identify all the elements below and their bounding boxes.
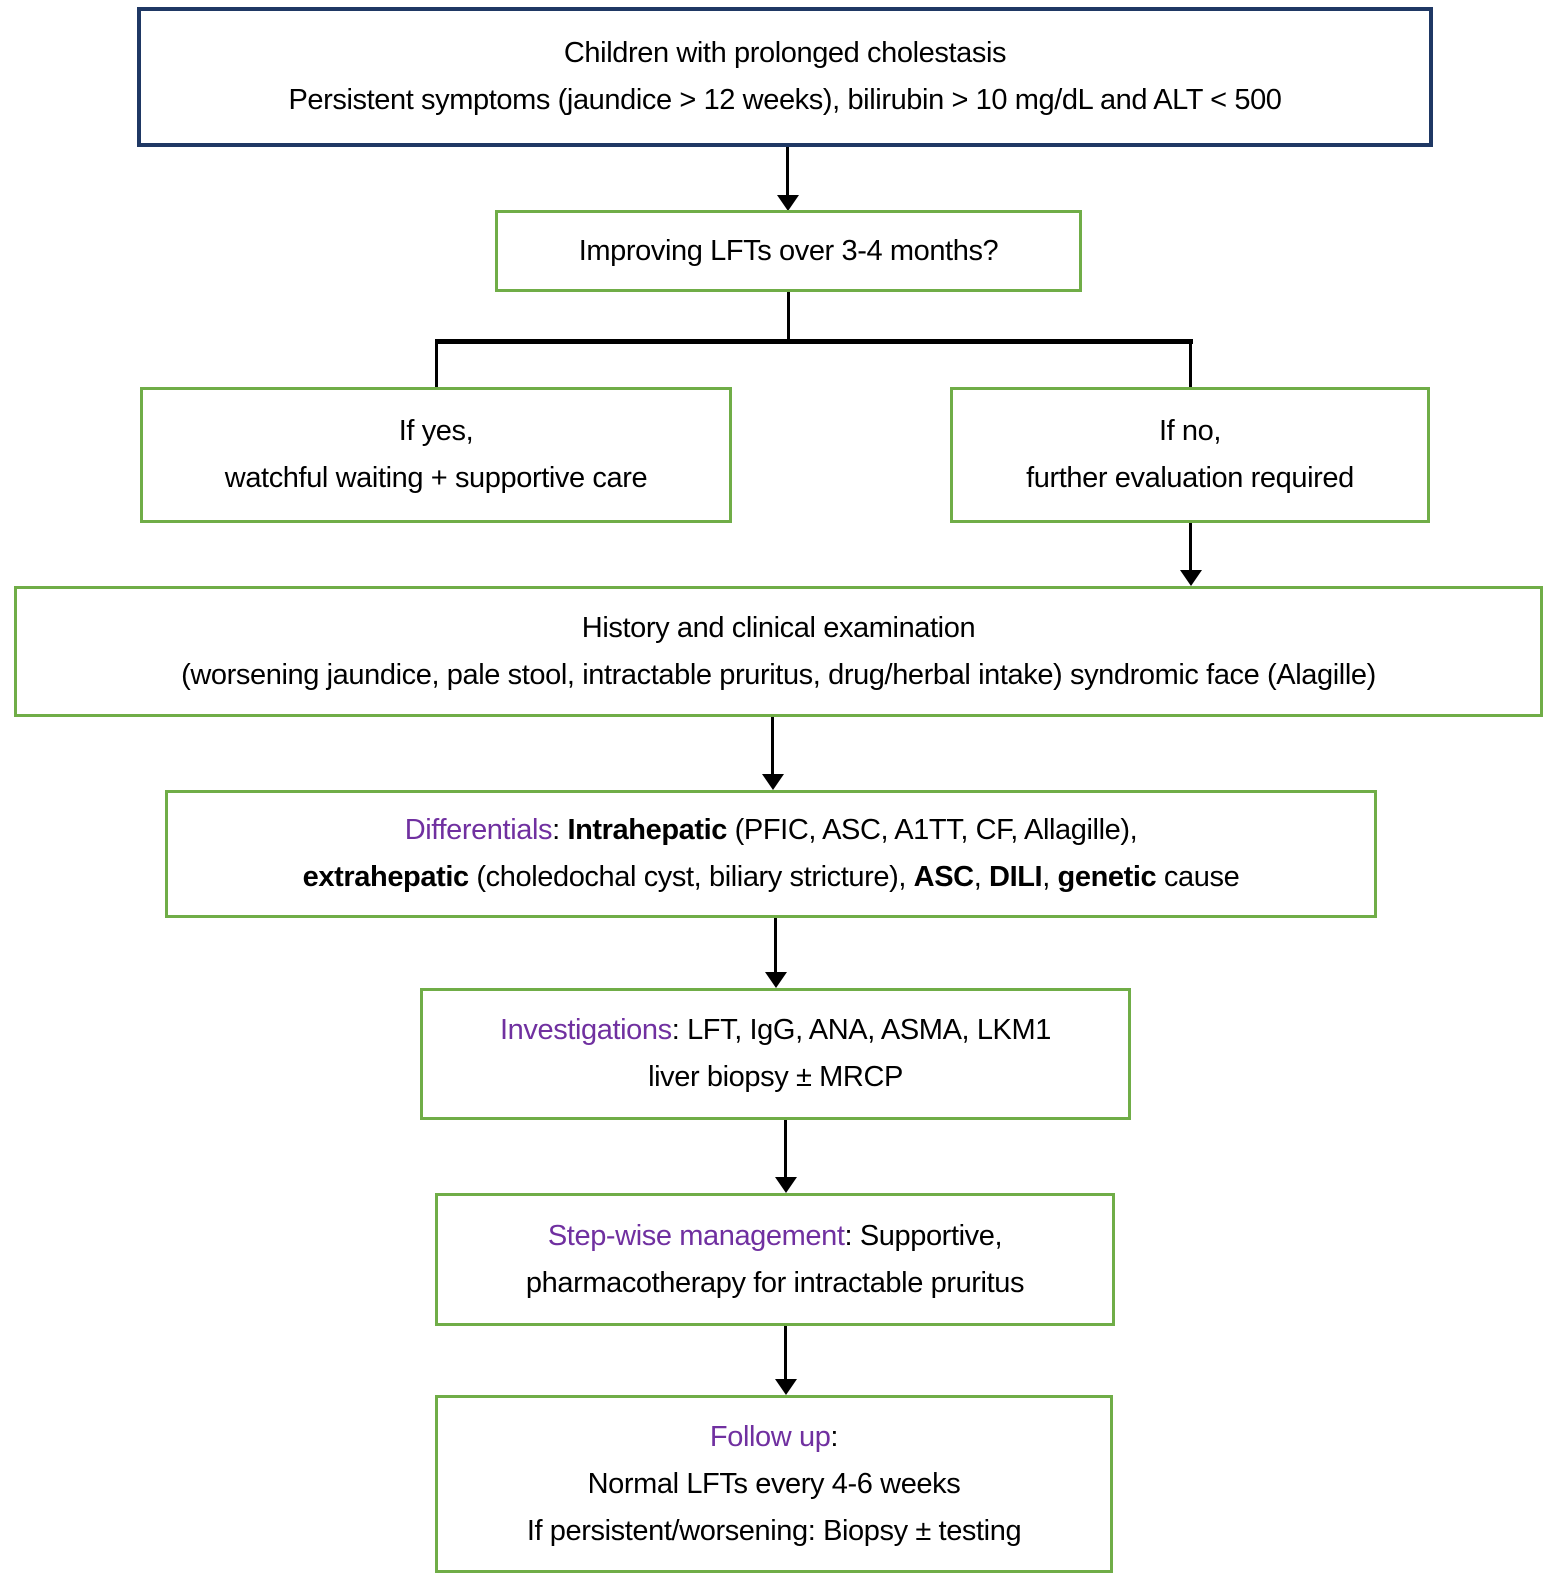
connector-branch-right-drop: [1189, 339, 1192, 389]
arrowhead-ifno-to-history: [1180, 570, 1202, 586]
arrowhead-investigations-to-stepwise: [775, 1177, 797, 1193]
node-start-line2: Persistent symptoms (jaundice > 12 weeks…: [288, 84, 1282, 116]
node-if-no: If no, further evaluation required: [950, 387, 1430, 523]
node-stepwise-management: Step-wise management: Supportive, pharma…: [435, 1193, 1115, 1326]
node-start-line1: Children with prolonged cholestasis: [563, 37, 1007, 69]
arrowhead-differentials-to-investigations: [765, 972, 787, 988]
arrowhead-stepwise-to-followup: [775, 1379, 797, 1395]
node-if-no-line2: further evaluation required: [1026, 462, 1354, 494]
node-if-yes: If yes, watchful waiting + supportive ca…: [140, 387, 732, 523]
connector-stepwise-to-followup: [784, 1326, 787, 1380]
node-differentials-line2: extrahepatic (choledochal cyst, biliary …: [302, 861, 1240, 893]
node-differentials-line1: Differentials: Intrahepatic (PFIC, ASC, …: [404, 814, 1138, 846]
connector-question-stem: [787, 292, 790, 341]
node-differentials: Differentials: Intrahepatic (PFIC, ASC, …: [165, 790, 1377, 918]
connector-branch-bar: [435, 339, 1193, 344]
node-question-line1: Improving LFTs over 3-4 months?: [578, 234, 999, 267]
node-history-line2: (worsening jaundice, pale stool, intract…: [181, 658, 1376, 691]
node-followup-line3: If persistent/worsening: Biopsy ± testin…: [526, 1514, 1022, 1547]
node-stepwise-line2: pharmacotherapy for intractable pruritus: [525, 1266, 1025, 1299]
connector-branch-left-drop: [435, 339, 438, 389]
node-history-line1: History and clinical examination: [581, 611, 976, 644]
connector-history-to-differentials: [771, 717, 774, 775]
node-if-yes-line2: watchful waiting + supportive care: [224, 462, 648, 494]
node-start: Children with prolonged cholestasis Pers…: [137, 7, 1433, 147]
node-if-yes-line1: If yes,: [398, 415, 474, 447]
node-history: History and clinical examination (worsen…: [14, 586, 1543, 717]
connector-ifno-to-history: [1189, 523, 1192, 571]
node-if-no-line1: If no,: [1158, 415, 1222, 447]
node-investigations-line1: Investigations: LFT, IgG, ANA, ASMA, LKM…: [500, 1014, 1051, 1046]
connector-start-to-question: [786, 147, 789, 196]
connector-differentials-to-investigations: [774, 918, 777, 973]
node-investigations-line2: liver biopsy ± MRCP: [648, 1061, 903, 1093]
node-investigations: Investigations: LFT, IgG, ANA, ASMA, LKM…: [420, 988, 1131, 1120]
node-stepwise-line1: Step-wise management: Supportive,: [547, 1219, 1003, 1252]
node-followup-line1: Follow up:: [709, 1420, 839, 1453]
node-followup: Follow up: Normal LFTs every 4-6 weeks I…: [435, 1395, 1113, 1573]
arrowhead-start-to-question: [777, 195, 799, 211]
connector-investigations-to-stepwise: [784, 1120, 787, 1178]
node-followup-line2: Normal LFTs every 4-6 weeks: [587, 1467, 961, 1500]
arrowhead-history-to-differentials: [762, 774, 784, 790]
node-question: Improving LFTs over 3-4 months?: [495, 210, 1082, 292]
